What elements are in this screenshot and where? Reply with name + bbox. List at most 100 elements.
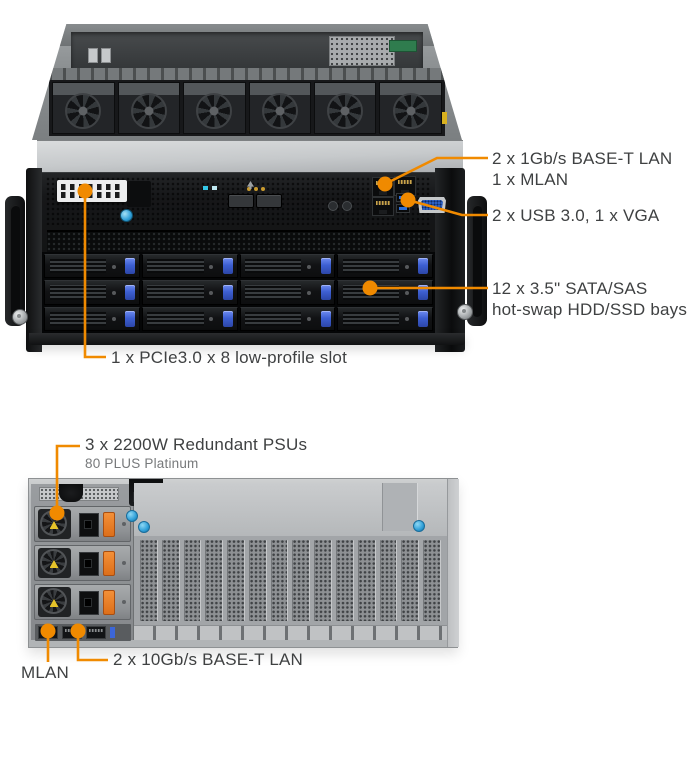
status-led	[254, 187, 258, 191]
label-front-usb-vga: 2 x USB 3.0, 1 x VGA	[492, 205, 659, 226]
cable-bundle	[59, 484, 83, 502]
expansion-slot-vent	[270, 540, 289, 621]
rack-handle-right	[467, 196, 487, 326]
power-button	[328, 201, 338, 211]
expansion-slot-vent	[401, 540, 420, 621]
expansion-slot-vent	[227, 540, 245, 621]
psu-fan-icon	[37, 587, 71, 617]
hdd-tray-latch	[320, 284, 331, 301]
power-icon	[247, 181, 254, 189]
blue-thumbscrew	[120, 209, 133, 222]
label-line: 2 x 1Gb/s BASE-T LAN	[492, 149, 673, 168]
psu-module	[33, 506, 131, 542]
hdd-tray	[239, 254, 336, 279]
hdd-tray	[141, 280, 238, 305]
label-rear-mlan: MLAN	[21, 662, 69, 683]
expansion-slot-vent	[183, 540, 202, 621]
hdd-tray-latch	[320, 311, 331, 327]
expansion-slot-vent	[205, 540, 224, 621]
usb-port-2	[396, 204, 410, 213]
status-led	[203, 186, 208, 190]
pcie-slot-bracket	[57, 180, 127, 202]
fan-icon	[196, 93, 233, 129]
cooling-fan-module	[248, 82, 311, 134]
mlan-port	[372, 197, 394, 216]
hdd-tray	[337, 254, 433, 279]
hdd-bay-grid	[42, 252, 435, 333]
blue-screw	[126, 510, 138, 522]
lower-vent-strip	[47, 230, 430, 252]
cooling-fan-module	[52, 82, 115, 134]
expansion-slot-vent	[314, 540, 333, 621]
status-led	[261, 187, 265, 191]
hdd-tray-latch	[418, 311, 429, 327]
hdd-tray-latch	[222, 258, 233, 274]
hdd-tray	[44, 306, 140, 331]
usb3-ports	[396, 193, 410, 215]
status-led	[212, 186, 217, 190]
front-bezel-left	[26, 168, 42, 352]
thumbscrew-right	[457, 304, 473, 320]
port-tab	[110, 627, 115, 638]
rear-mlan-port	[38, 626, 58, 639]
warning-triangle-icon	[49, 521, 59, 529]
cooling-fan-module	[117, 82, 181, 134]
hdd-tray	[239, 280, 336, 305]
hdd-tray	[239, 306, 336, 331]
psu-power-inlet	[78, 552, 99, 576]
expansion-slot-vent	[357, 540, 376, 621]
usb-port-1	[396, 193, 410, 202]
thumbscrew-left	[12, 309, 28, 325]
chassis-top-front	[37, 140, 463, 173]
psu-cage	[31, 484, 134, 641]
fan-icon	[392, 93, 429, 129]
label-front-lan: 2 x 1Gb/s BASE-T LAN 1 x MLAN	[492, 148, 672, 190]
cooling-fan-module	[183, 82, 246, 134]
rear-10g-lan-port-1	[62, 626, 82, 639]
front-bezel-right	[435, 168, 465, 352]
psu-latch-handle	[102, 551, 115, 576]
hdd-tray-latch	[418, 284, 429, 301]
psu-power-inlet	[78, 591, 99, 615]
expansion-slot-area	[134, 536, 447, 625]
fan-mount-bar	[49, 68, 445, 80]
expansion-slot-vent	[336, 540, 354, 621]
psu-stack	[31, 506, 133, 620]
label-line: 1 x PCIe3.0 x 8 low-profile slot	[111, 348, 347, 367]
psu-latch-handle	[102, 512, 115, 537]
standoff	[100, 48, 111, 63]
expansion-slot-vent	[161, 540, 180, 621]
cable	[441, 112, 447, 124]
chassis-interior	[32, 24, 462, 140]
chassis-bottom-rail	[29, 333, 465, 345]
cooling-fan-module	[379, 82, 442, 134]
server-front-view	[5, 24, 487, 352]
label-rear-lan10g: 2 x 10Gb/s BASE-T LAN	[113, 649, 303, 670]
front-button-2	[256, 194, 282, 208]
label-line: 12 x 3.5" SATA/SAS	[492, 279, 648, 298]
chassis-side-wall	[447, 479, 459, 647]
psu-fan-icon	[37, 509, 71, 539]
label-front-pcie: 1 x PCIe3.0 x 8 low-profile slot	[111, 347, 347, 368]
vga-port	[418, 197, 446, 213]
label-front-hdd: 12 x 3.5" SATA/SAS hot-swap HDD/SSD bays	[492, 278, 687, 320]
psu-fan-icon	[37, 548, 71, 578]
hdd-tray-latch	[418, 258, 429, 274]
fan-wall	[49, 80, 445, 136]
hdd-tray	[141, 306, 238, 331]
rack-handle-left	[5, 196, 25, 326]
expansion-slot-vent	[140, 540, 158, 621]
warning-triangle-icon	[49, 560, 59, 568]
cooling-fan-module	[313, 82, 377, 134]
label-line: 2 x 10Gb/s BASE-T LAN	[113, 650, 304, 669]
hdd-tray-latch	[222, 311, 233, 327]
warning-triangle-icon	[49, 599, 59, 607]
fan-icon	[261, 93, 298, 129]
blue-screw	[138, 521, 150, 533]
rear-lan-ports	[35, 624, 131, 641]
front-button-1	[228, 194, 254, 208]
label-line: MLAN	[21, 663, 70, 682]
hdd-tray	[44, 280, 140, 305]
hdd-tray	[337, 280, 433, 305]
